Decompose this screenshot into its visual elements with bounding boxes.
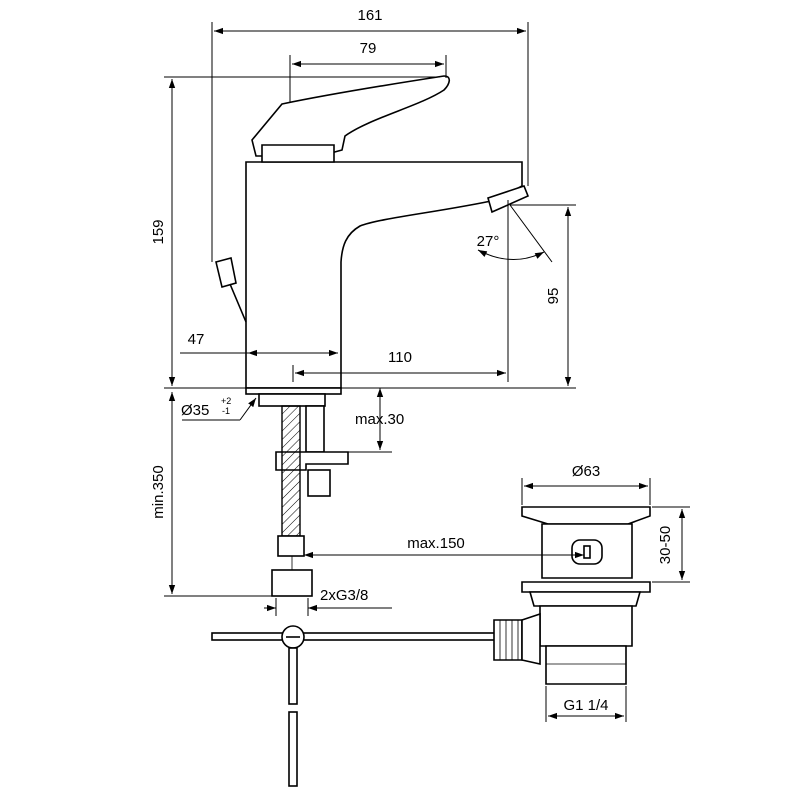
popup-linkage [211, 619, 523, 787]
dim-reach: 110 [388, 349, 412, 366]
fixing-nut [307, 469, 331, 497]
dim-spout-angle: 27° [477, 233, 500, 250]
dim-base-offset: 47 [188, 331, 205, 348]
lever-base [261, 144, 335, 163]
popup-knob [215, 257, 237, 288]
waste-cap [521, 506, 651, 525]
dim-connections: 2xG3/8 [320, 587, 368, 604]
dim-total-width: 161 [357, 7, 382, 24]
dim-max-thickness: max.30 [355, 411, 404, 428]
dim-waste-diameter: Ø63 [572, 463, 600, 480]
waste-thread [545, 645, 627, 685]
dim-spout-height: 95 [545, 288, 562, 305]
waste-flange [521, 581, 651, 593]
dim-hole-diameter: Ø35 [181, 402, 209, 419]
mounting-block [258, 393, 326, 407]
faucet-body [215, 75, 530, 597]
dim-waste-height: 30-50 [657, 526, 674, 564]
dim-height: 159 [150, 219, 167, 244]
waste-assembly [521, 506, 651, 685]
dim-lever-width: 79 [360, 40, 377, 57]
braided-hose [281, 405, 301, 537]
dim-hole-tol-plus: +2 [221, 396, 231, 406]
dim-waste-thread: G1 1/4 [563, 697, 608, 714]
dimension-lines: 161 79 159 47 110 95 27° Ø35 +2 -1 max.3… [150, 7, 690, 722]
popup-rod [229, 283, 247, 323]
dim-min-length: min.350 [150, 465, 167, 518]
aerator [487, 185, 530, 214]
dim-hole-tol-minus: -1 [222, 406, 230, 416]
hose-connector [271, 569, 313, 597]
dim-max-rod: max.150 [407, 535, 465, 552]
